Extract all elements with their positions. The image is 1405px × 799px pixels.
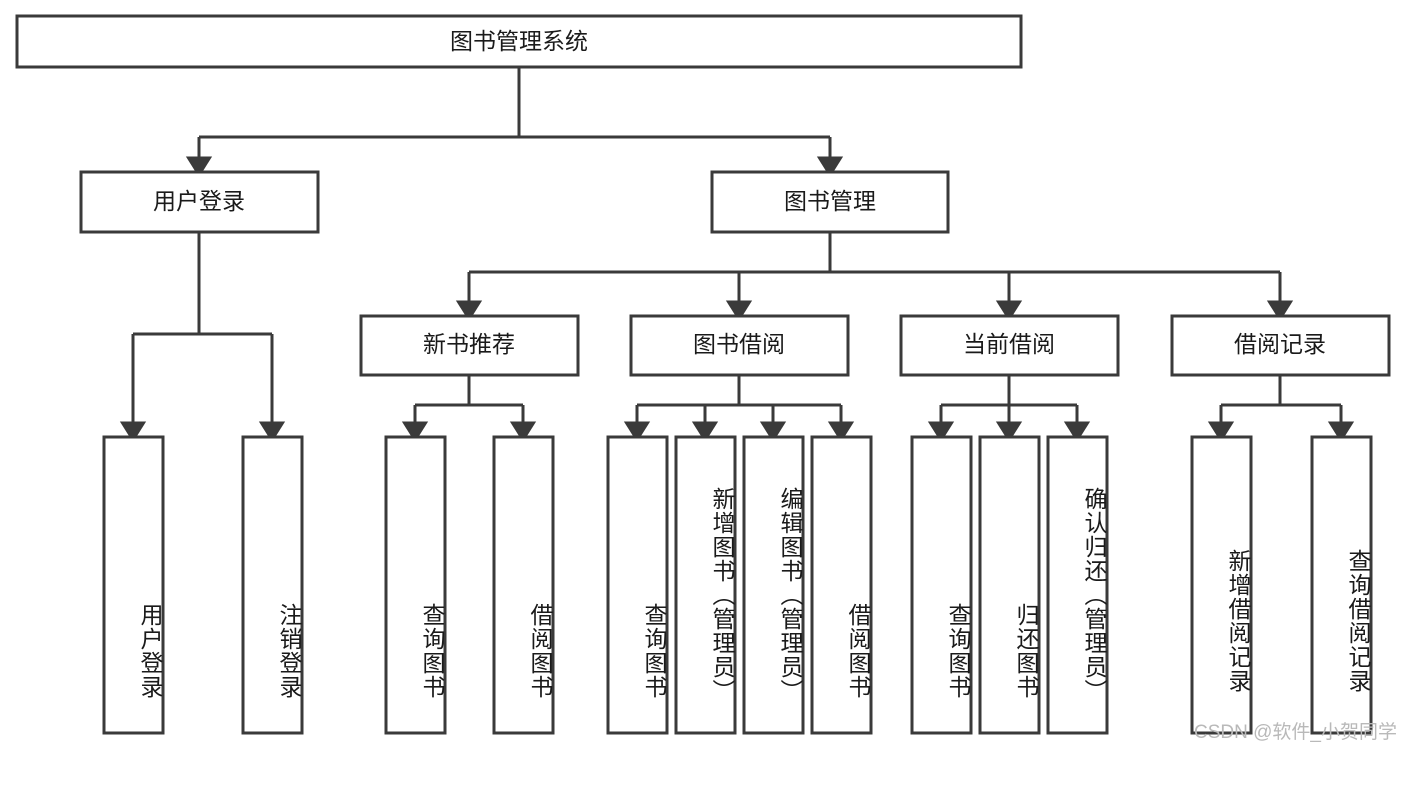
node-current-borrow-label: 当前借阅 xyxy=(963,331,1055,357)
node-borrow-record[interactable]: 借阅记录 xyxy=(1170,314,1391,377)
node-borrow-record-box[interactable] xyxy=(1170,314,1391,377)
node-root-box[interactable] xyxy=(15,14,1023,69)
node-root-label: 图书管理系统 xyxy=(450,28,588,54)
tree-diagram-canvas: 图书管理系统 用户登录 图书管理 新书推荐 图书借阅 当前借阅 借阅记录 xyxy=(15,14,1391,735)
connector-group-user-login xyxy=(119,232,286,443)
leaf-box-book-borrow-3[interactable] xyxy=(810,435,873,735)
leaf-box-current-borrow-0[interactable] xyxy=(910,435,973,735)
node-borrow-record-label: 借阅记录 xyxy=(1234,331,1326,357)
leaf-group-borrow-record xyxy=(1190,435,1373,735)
connector-group-current-borrow xyxy=(927,375,1091,443)
connector-group-borrow-record xyxy=(1207,375,1355,443)
leaf-box-new-book-1[interactable] xyxy=(492,435,555,735)
leaf-box-current-borrow-1[interactable] xyxy=(978,435,1041,735)
node-current-borrow[interactable]: 当前借阅 xyxy=(899,314,1120,377)
leaf-box-book-borrow-1[interactable] xyxy=(674,435,737,735)
watermark-text: CSDN @软件_小贺同学 xyxy=(1194,722,1397,743)
node-new-book-recommend-label: 新书推荐 xyxy=(423,331,515,357)
node-book-borrow-box[interactable] xyxy=(629,314,850,377)
leaf-group-new-book-recommend xyxy=(384,435,555,735)
leaf-box-user-login-0[interactable] xyxy=(102,435,165,735)
node-book-manage-label: 图书管理 xyxy=(784,188,876,214)
node-new-book-recommend[interactable]: 新书推荐 xyxy=(359,314,580,377)
leaf-group-book-borrow xyxy=(606,435,873,735)
node-user-login-box[interactable] xyxy=(79,170,320,234)
leaf-box-book-borrow-0[interactable] xyxy=(606,435,669,735)
leaf-box-book-borrow-2[interactable] xyxy=(742,435,805,735)
leaf-box-user-login-1[interactable] xyxy=(241,435,304,735)
node-book-borrow[interactable]: 图书借阅 xyxy=(629,314,850,377)
connector-group-new-book xyxy=(401,375,537,443)
connector-group-book-borrow xyxy=(623,375,855,443)
connector-group-root xyxy=(185,67,844,178)
diagram-root: 图书管理系统 用户登录 图书管理 新书推荐 图书借阅 当前借阅 借阅记录 xyxy=(15,14,1397,743)
node-user-login[interactable]: 用户登录 xyxy=(79,170,320,234)
node-book-manage-box[interactable] xyxy=(710,170,950,234)
node-book-manage[interactable]: 图书管理 xyxy=(710,170,950,234)
leaf-box-current-borrow-2[interactable] xyxy=(1046,435,1109,735)
leaf-group-user-login xyxy=(102,435,304,735)
node-current-borrow-box[interactable] xyxy=(899,314,1120,377)
node-book-borrow-label: 图书借阅 xyxy=(693,331,785,357)
leaf-box-borrow-record-0[interactable] xyxy=(1190,435,1253,735)
node-new-book-recommend-box[interactable] xyxy=(359,314,580,377)
leaf-box-borrow-record-1[interactable] xyxy=(1310,435,1373,735)
connector-group-book-manage xyxy=(455,232,1294,322)
node-user-login-label: 用户登录 xyxy=(153,188,245,214)
node-root[interactable]: 图书管理系统 xyxy=(15,14,1023,69)
leaf-box-new-book-0[interactable] xyxy=(384,435,447,735)
leaf-group-current-borrow xyxy=(910,435,1109,735)
